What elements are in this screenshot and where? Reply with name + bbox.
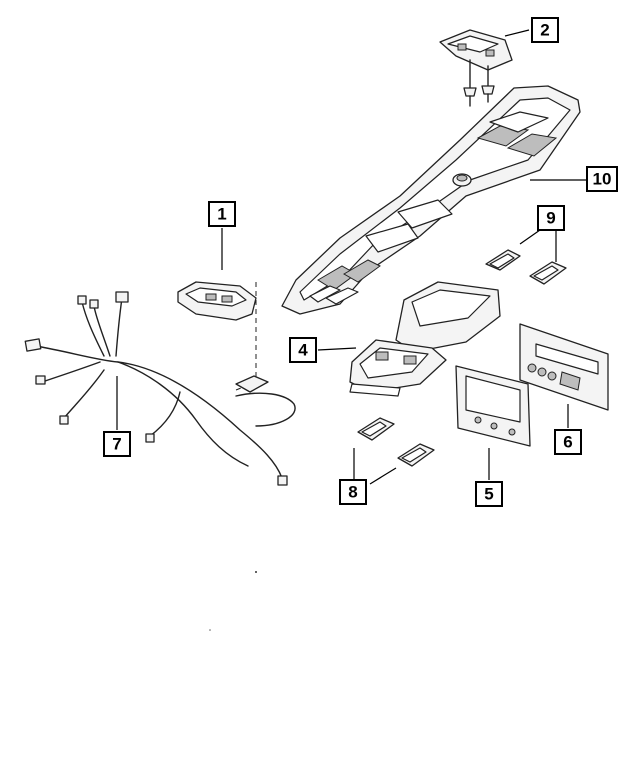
part-5-display-panel: [455, 365, 531, 447]
speck: [255, 571, 257, 573]
callout-6-label: 6: [563, 433, 572, 452]
part-6-button-kit: [519, 323, 609, 411]
callout-2-label: 2: [540, 21, 549, 40]
callout-1: 1: [208, 201, 236, 227]
callout-4: 4: [289, 337, 317, 363]
callout-8: 8: [339, 479, 367, 505]
callout-2: 2: [531, 17, 559, 43]
callout-1-label: 1: [217, 205, 226, 224]
part-4-console-module: [349, 281, 501, 397]
callout-4-label: 4: [298, 341, 308, 360]
part-9-lenses: [485, 249, 567, 285]
callout-8-label: 8: [348, 483, 357, 502]
callout-5-label: 5: [484, 485, 493, 504]
callout-10: 10: [586, 166, 618, 192]
callout-9: 9: [537, 205, 565, 231]
part-8-lenses: [357, 417, 435, 467]
callout-7: 7: [103, 431, 131, 457]
part-1-lamp-assembly: [177, 281, 257, 391]
part-10-console-housing: [281, 85, 581, 315]
leader-lines: [116, 29, 586, 485]
callout-6: 6: [554, 429, 582, 455]
callout-9-label: 9: [546, 209, 555, 228]
speck: [209, 629, 211, 631]
part-2-bracket: [439, 29, 513, 107]
callout-5: 5: [475, 481, 503, 507]
part-7-wiring-harness: [24, 291, 296, 486]
callout-7-label: 7: [112, 435, 121, 454]
callout-10-label: 10: [593, 170, 612, 189]
